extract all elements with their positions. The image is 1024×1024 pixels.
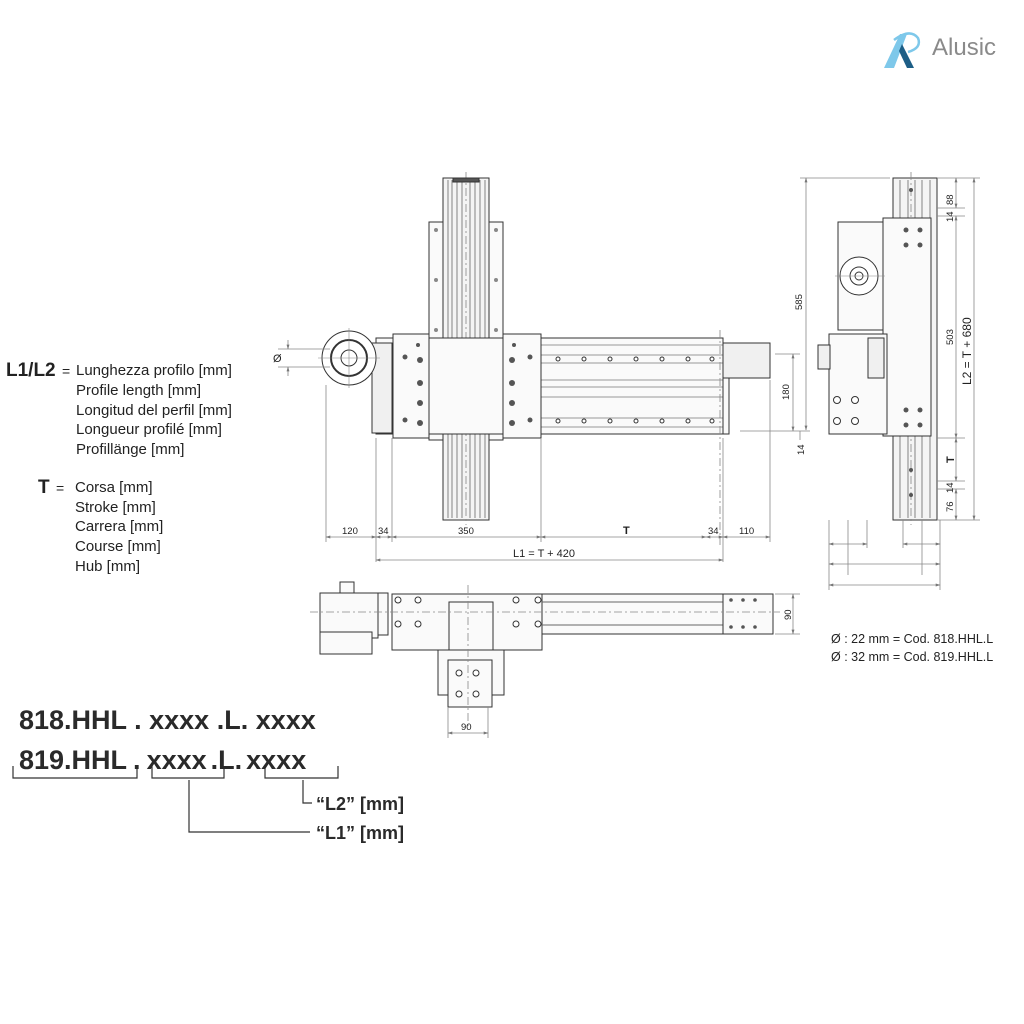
svg-text:14: 14 [945, 482, 956, 493]
top-view [310, 581, 780, 730]
svg-text:14: 14 [796, 444, 807, 455]
legend-t-line: Stroke [mm] [75, 499, 156, 516]
svg-text:90: 90 [461, 722, 472, 733]
legend-l1l2-line: Longueur profilé [mm] [76, 421, 222, 438]
order-code-819: 819.HHL.xxxx.L.xxxx [19, 745, 307, 775]
svg-text:350: 350 [458, 526, 474, 537]
legend-l1l2-line: Lunghezza profilo [mm] [76, 362, 232, 379]
legend-l1l2-line: Longitud del perfil [mm] [76, 402, 232, 419]
alusic-logo-icon [884, 32, 921, 68]
code-brackets [12, 766, 339, 833]
diameter-note-32: Ø : 32 mm = Cod. 819.HHL.L [831, 650, 994, 664]
legend-l1l2-equals: = [62, 363, 71, 379]
svg-text:34: 34 [378, 526, 389, 537]
svg-text:180: 180 [781, 384, 792, 400]
legend-t-line: Hub [mm] [75, 558, 141, 575]
legend-t-line: Course [mm] [75, 538, 161, 555]
legend-t-line: Corsa [mm] [75, 479, 153, 496]
svg-text:90: 90 [783, 609, 794, 620]
callout-l1: “L1” [mm] [316, 823, 405, 843]
svg-text:14: 14 [945, 211, 956, 222]
legend-t-symbol: T [38, 477, 50, 498]
svg-text:L1 = T + 420: L1 = T + 420 [513, 548, 575, 560]
svg-text:503: 503 [945, 329, 956, 345]
brand-name: Alusic [932, 34, 997, 61]
svg-text:T: T [623, 525, 630, 537]
svg-text:120: 120 [342, 526, 358, 537]
legend-t-line: Carrera [mm] [75, 518, 164, 535]
legend-l1l2-symbol: L1/L2 [6, 360, 56, 381]
svg-text:76: 76 [945, 501, 956, 512]
diameter-symbol: Ø [273, 353, 282, 365]
brand-logo: Alusic [880, 28, 1010, 72]
order-code-818: 818.HHL . xxxx .L. xxxx [19, 705, 316, 735]
legend-l1l2-line: Profile length [mm] [76, 382, 202, 399]
front-view [318, 172, 771, 545]
legend-t-equals: = [56, 480, 65, 496]
side-view [817, 172, 938, 525]
svg-text:T: T [945, 456, 957, 463]
svg-text:34: 34 [708, 526, 719, 537]
svg-text:110: 110 [739, 526, 754, 537]
legend-l1l2-line: Profillänge [mm] [76, 441, 185, 458]
svg-text:88: 88 [945, 194, 956, 205]
svg-text:585: 585 [794, 294, 805, 310]
svg-text:L2 = T + 680: L2 = T + 680 [960, 317, 974, 385]
callout-l2: “L2” [mm] [316, 794, 405, 814]
diameter-note-22: Ø : 22 mm = Cod. 818.HHL.L [831, 632, 994, 646]
